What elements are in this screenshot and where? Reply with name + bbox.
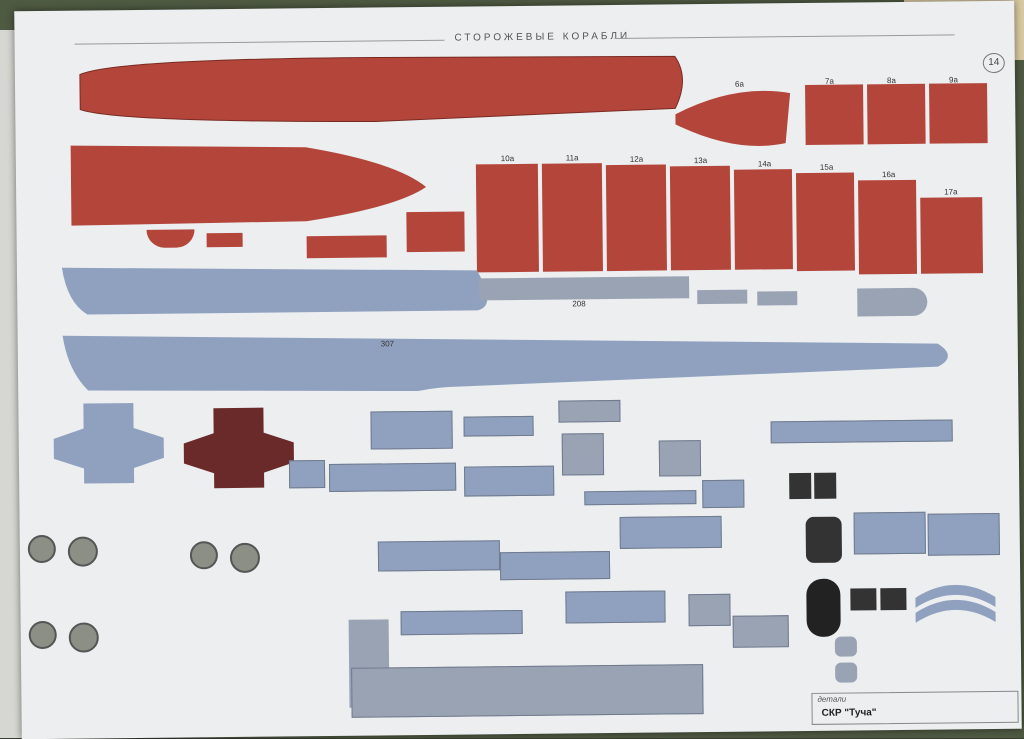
part-64b-wheel [229,542,261,574]
part-64c-wheel [68,622,99,653]
part-209 [697,289,748,305]
footer-ship-name: СКР "Туча" [821,707,877,719]
part-38 [834,636,858,657]
sheet-header: СТОРОЖЕВЫЕ КОРАБЛИ [454,30,631,44]
part-56-1-b [880,587,907,611]
part-521 [805,516,843,563]
part-510 [53,403,164,484]
part-65-wheel [27,534,56,564]
part-21 [464,465,555,497]
label-10a: 10a [500,154,515,164]
label-9a: 9a [948,75,958,85]
hull-side-blue-2 [62,335,948,392]
label-17a: 17a [944,187,958,197]
part-516 [146,229,195,248]
part-210 [757,291,798,306]
part-219-block [370,410,453,450]
part-38-1 [835,662,858,683]
part-212 [463,415,534,437]
part-261 [619,515,722,549]
label-307: 307 [380,339,395,349]
panel-11a [541,163,603,272]
part-36 [499,551,611,581]
panel-8a [867,83,926,145]
label-14a: 14a [757,159,772,169]
part-207 [857,287,928,317]
panel-9a [929,83,988,144]
part-146-strip [770,419,953,444]
part-144 [658,440,702,477]
part-56-1-a [850,588,877,611]
footer-caption: детали [817,694,847,704]
label-8a: 8a [886,76,896,86]
label-16a: 16a [881,170,896,180]
part-18a [406,211,465,253]
part-35 [377,540,501,572]
part-37 [915,584,996,623]
hull-side-blue-1 [61,267,488,315]
part-520 [806,578,841,637]
part-65c-wheel [28,620,57,650]
header-rule-left [74,39,445,45]
part-19 [288,460,326,489]
panel-12a [605,164,667,272]
part-56 [853,511,926,555]
part-260 [584,490,697,506]
label-15a: 15a [819,162,834,172]
label-12a: 12a [629,154,644,164]
label-13a: 13a [693,156,708,166]
part-48-1 [565,590,666,624]
panel-7a [805,84,864,145]
panel-10a [475,163,539,273]
label-7a: 7a [824,76,834,86]
label-208: 208 [572,299,586,309]
part-65b-wheel [189,541,219,570]
model-sheet: СТОРОЖЕВЫЕ КОРАБЛИ 14 6a 7a 8a 9a 10a 11… [14,0,1022,739]
part-511 [183,407,294,489]
header-rule-right [614,34,955,39]
label-11a: 11a [565,153,579,163]
part-255 [814,472,837,499]
label-6a: 6a [734,79,744,89]
part-259a [702,479,745,509]
part-20 [328,462,457,492]
part-141 [558,399,621,423]
hull-deck-red [70,145,427,226]
part-55 [927,512,1000,556]
part-512 [206,232,243,248]
part-48 [400,609,523,636]
part-254 [789,472,812,500]
hull-side-top [79,55,683,123]
part-208 [479,276,690,301]
panel-13a [669,165,731,271]
part-216 [732,615,789,648]
part-275 [688,593,731,627]
part-187 [306,235,387,259]
part-47 [351,664,704,718]
part-139 [561,433,605,476]
hull-bow-panel [675,90,791,146]
page-number: 14 [982,52,1005,74]
part-64-wheel [67,536,99,567]
